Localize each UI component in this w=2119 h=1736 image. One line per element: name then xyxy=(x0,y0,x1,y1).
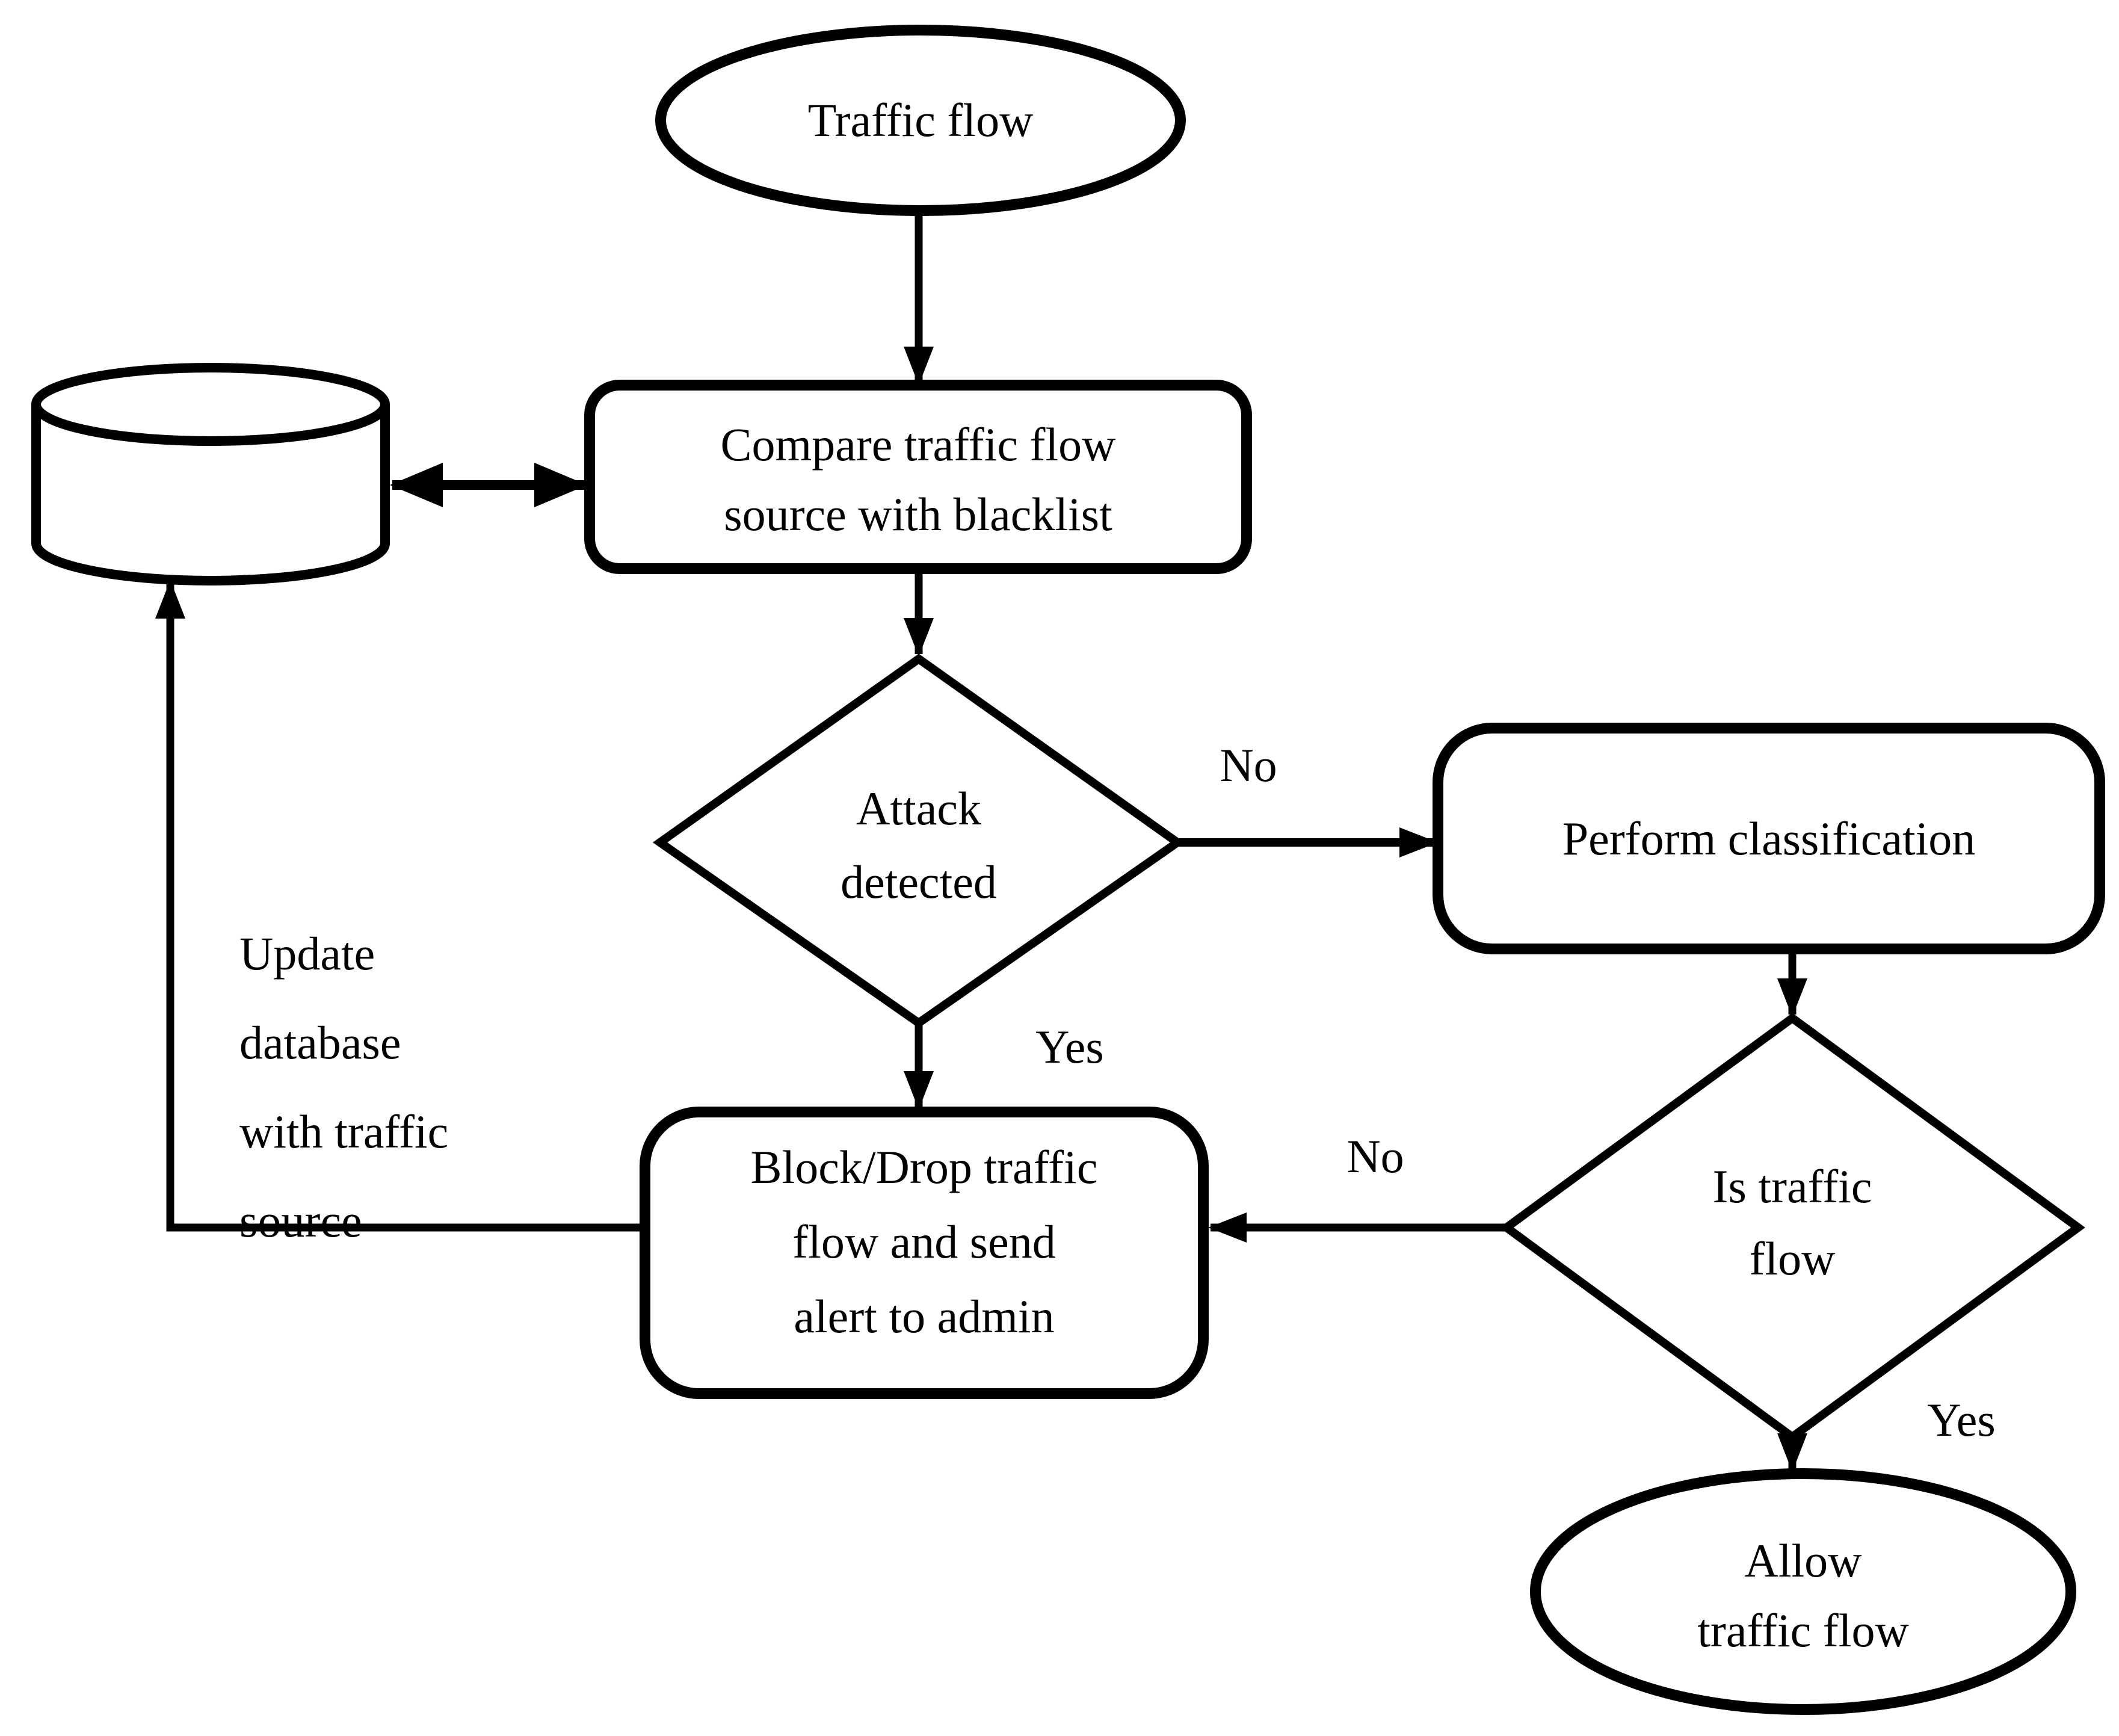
traffic-decision-label: Is traffic flow xyxy=(1712,1160,1872,1285)
block-box xyxy=(640,1107,1209,1399)
attack-decision-label: Attack detected xyxy=(841,782,997,908)
traffic-no-label: No xyxy=(1346,1130,1404,1182)
attack-yes-label: Yes xyxy=(1035,1021,1104,1073)
start-ellipse xyxy=(655,25,1186,216)
allow-label: Allow traffic flow xyxy=(1697,1534,1909,1657)
database-cylinder-bottom xyxy=(31,404,390,585)
classify-label: Perform classification xyxy=(1562,812,1976,865)
allow-ellipse xyxy=(1530,1468,2076,1715)
database-cylinder-top xyxy=(31,363,390,446)
block-label: Block/Drop traffic flow and send alert t… xyxy=(750,1141,1098,1342)
classify-box xyxy=(1433,723,2105,954)
compare-label: Compare traffic flow source with blackli… xyxy=(720,418,1116,540)
start-label: Traffic flow xyxy=(807,94,1034,146)
edge-block-to-database-loop xyxy=(155,580,645,1232)
update-database-note: Update database with traffic source xyxy=(239,927,449,1247)
attack-no-label: No xyxy=(1220,739,1277,791)
traffic-yes-label: Yes xyxy=(1927,1394,1996,1446)
database-cylinder xyxy=(31,363,390,585)
